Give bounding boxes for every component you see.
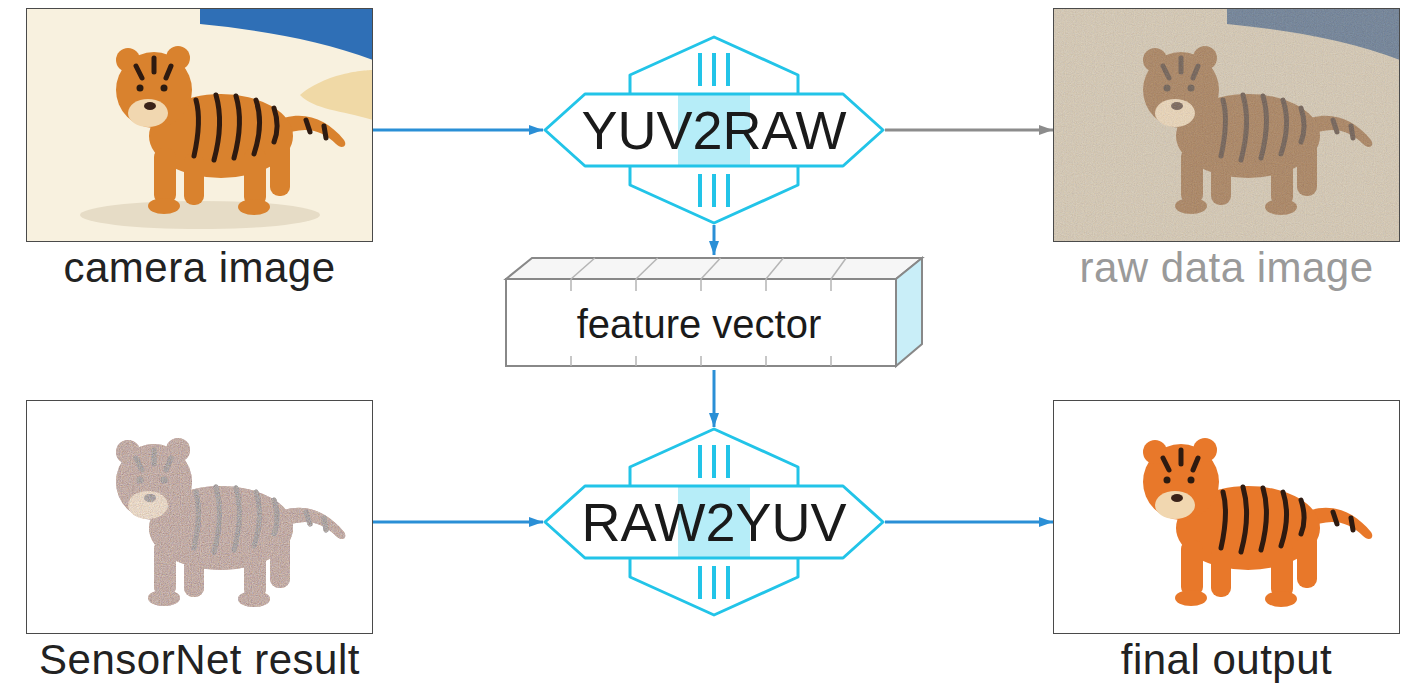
- chip-pin: [698, 445, 702, 478]
- chip-pin: [698, 53, 702, 86]
- image-frame: raw data image: [1053, 8, 1400, 242]
- box-divider: [766, 258, 783, 279]
- chip-pin: [726, 445, 730, 478]
- node-label: RAW2YUV: [581, 495, 846, 549]
- box-divider: [571, 258, 595, 279]
- image-caption: raw data image: [1079, 247, 1373, 289]
- image-caption: SensorNet result: [39, 639, 360, 681]
- chip-bottom: [630, 558, 798, 615]
- flow-arrow: [885, 521, 1053, 524]
- box-divider: [830, 356, 832, 366]
- box-divider: [700, 356, 702, 366]
- chip-band: [545, 94, 883, 166]
- box-front: [506, 279, 896, 366]
- box-divider: [635, 279, 637, 291]
- box-divider: [700, 279, 702, 291]
- box-top: [506, 258, 922, 279]
- chip-pin: [726, 174, 730, 207]
- box-side: [896, 258, 922, 366]
- box-divider: [636, 258, 658, 279]
- image-caption: final output: [1121, 639, 1333, 681]
- network-hexagon: RAW2YUV: [543, 427, 885, 617]
- box-divider: [570, 356, 572, 366]
- chip-pin: [712, 53, 716, 86]
- chip-pin: [698, 566, 702, 599]
- chip-pin: [726, 53, 730, 86]
- image-caption: camera image: [63, 247, 335, 289]
- chip-band: [545, 486, 883, 558]
- box-divider: [830, 279, 832, 291]
- box-divider: [765, 356, 767, 366]
- flow-arrow: [885, 129, 1053, 132]
- chip-top: [630, 37, 798, 94]
- network-hexagon: YUV2RAW: [543, 35, 885, 225]
- chip-pin: [712, 445, 716, 478]
- final-photo: [1053, 400, 1400, 634]
- box-divider: [765, 279, 767, 291]
- node-label: feature vector: [577, 304, 822, 344]
- image-frame: camera image: [26, 8, 373, 242]
- flow-arrow: [713, 370, 716, 427]
- sensornet-photo: [26, 400, 373, 634]
- flow-arrow: [713, 225, 716, 255]
- image-frame: final output: [1053, 400, 1400, 634]
- image-frame: SensorNet result: [26, 400, 373, 634]
- box-divider: [635, 356, 637, 366]
- chip-bottom: [630, 166, 798, 223]
- box-divider: [831, 258, 846, 279]
- node-label: YUV2RAW: [581, 103, 846, 157]
- chip-pin: [698, 174, 702, 207]
- flow-arrow: [373, 521, 543, 524]
- box-divider: [701, 258, 721, 279]
- flow-arrow: [373, 129, 543, 132]
- chip-pin: [712, 174, 716, 207]
- feature-box: feature vector: [502, 255, 926, 370]
- chip-pin: [726, 566, 730, 599]
- raw-photo: [1053, 8, 1400, 242]
- chip-top: [630, 429, 798, 486]
- camera-photo: [26, 8, 373, 242]
- chip-pin: [712, 566, 716, 599]
- box-divider: [570, 279, 572, 291]
